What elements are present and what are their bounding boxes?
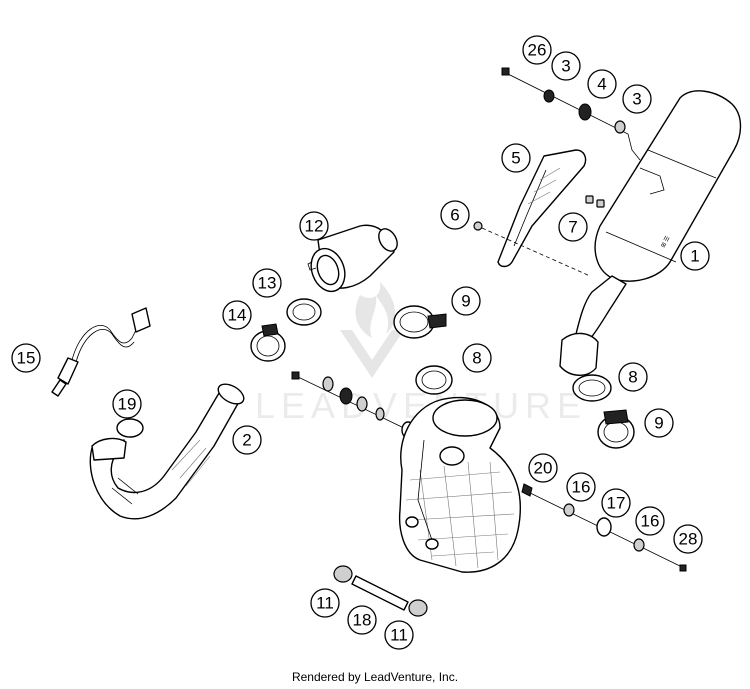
svg-text:9: 9	[461, 292, 470, 311]
part-9-clamp-lower	[597, 409, 635, 449]
callout-12: 12	[299, 211, 329, 241]
part-12-catalyst-pipe	[307, 224, 398, 293]
part-2-header-pipe	[89, 383, 245, 520]
svg-text:20: 20	[534, 459, 553, 478]
svg-text:1: 1	[690, 247, 699, 266]
callout-13: 13	[252, 268, 282, 298]
callout-11: 11	[310, 588, 340, 618]
callout-28: 28	[673, 524, 703, 554]
part-10-silencer	[398, 396, 521, 573]
callout-9: 9	[451, 286, 481, 316]
callout-16b: 16	[635, 506, 665, 536]
callout-2: 2	[232, 425, 262, 455]
svg-text:9: 9	[654, 414, 663, 433]
callout-8b: 8	[618, 362, 648, 392]
svg-text:3: 3	[632, 90, 641, 109]
callout-6: 6	[440, 200, 470, 230]
callout-18: 18	[347, 605, 377, 635]
render-credit: Rendered by LeadVenture, Inc.	[291, 670, 459, 684]
callout-19: 19	[112, 389, 142, 419]
callout-17: 17	[601, 488, 631, 518]
right-bolt-set	[521, 483, 687, 572]
part-7-nuts	[585, 195, 605, 208]
svg-text:17: 17	[607, 494, 626, 513]
svg-text:28: 28	[679, 530, 698, 549]
svg-text:5: 5	[511, 149, 520, 168]
part-14-clamp	[250, 323, 286, 362]
part-8-gasket-upper	[415, 365, 453, 395]
callout-3b: 3	[622, 84, 652, 114]
svg-text:15: 15	[17, 349, 36, 368]
svg-text:11: 11	[390, 626, 408, 645]
part-1-muffler: ⊞ ☰	[559, 90, 742, 376]
top-mount-bolt-set	[501, 67, 641, 161]
svg-text:4: 4	[597, 75, 606, 94]
part-19-gasket	[116, 418, 144, 438]
svg-text:⊞ ☰: ⊞ ☰	[660, 235, 672, 249]
callout-15: 15	[11, 343, 41, 373]
part-8-gasket-lower	[572, 374, 612, 402]
svg-text:13: 13	[258, 274, 277, 293]
svg-text:19: 19	[118, 395, 137, 414]
bottom-spacer-set	[333, 565, 428, 617]
part-13-gasket	[286, 298, 322, 326]
svg-text:2: 2	[242, 431, 251, 450]
callout-3: 3	[551, 51, 581, 81]
part-9-clamp-upper	[393, 305, 447, 339]
callout-16: 16	[566, 472, 596, 502]
callout-11b: 11	[384, 620, 414, 650]
callout-26: 26	[522, 35, 552, 65]
svg-text:12: 12	[305, 217, 324, 236]
svg-text:7: 7	[568, 218, 577, 237]
part-15-oxygen-sensor	[51, 307, 151, 397]
svg-text:14: 14	[228, 306, 247, 325]
svg-text:18: 18	[353, 611, 372, 630]
svg-text:8: 8	[472, 349, 481, 368]
callout-14: 14	[222, 300, 252, 330]
callout-9b: 9	[644, 408, 674, 438]
part-6-screw	[473, 221, 591, 277]
callout-8: 8	[462, 343, 492, 373]
part-5-heat-shield	[497, 149, 587, 268]
svg-text:16: 16	[641, 512, 660, 531]
callout-5: 5	[501, 143, 531, 173]
callout-1: 1	[680, 241, 710, 271]
svg-text:26: 26	[528, 41, 547, 60]
callout-4: 4	[587, 69, 617, 99]
svg-text:8: 8	[628, 368, 637, 387]
svg-text:16: 16	[572, 478, 591, 497]
callout-20: 20	[528, 453, 558, 483]
svg-text:6: 6	[450, 206, 459, 225]
svg-text:11: 11	[316, 594, 334, 613]
callout-7: 7	[558, 212, 588, 242]
svg-text:3: 3	[561, 57, 570, 76]
